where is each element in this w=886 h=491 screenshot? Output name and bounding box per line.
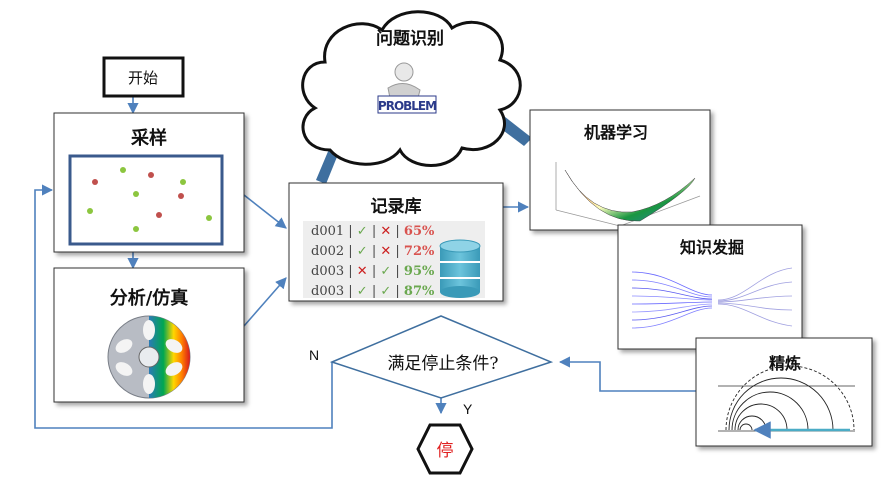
edge-decision-no-loop [34,184,333,429]
parallel-lines-image [631,267,793,329]
ml-title: 机器学习 [584,123,648,142]
record-percent: 72% [403,244,435,259]
refine-title: 精炼 [769,354,801,373]
edges [34,96,696,429]
record-mark: ✕ [380,244,392,259]
record-mark: ✓ [380,284,392,298]
records-table: d001 | ✓ | ✕ | 65% d002 | ✓ | ✕ | 72% d0… [289,222,449,298]
record-mark: ✓ [380,264,392,279]
record-mark: ✓ [356,224,368,239]
record-row: d003 | ✓ | ✓ | 87% [311,284,435,298]
record-row: d001 | ✓ | ✕ | 65% [311,224,435,239]
edge-sampling-to-records [243,194,287,229]
start-label: 开始 [128,69,158,87]
sample-point [156,212,162,218]
record-mark: ✓ [356,284,368,298]
edge-analysis-to-records [243,277,287,327]
ml-node: 机器学习 [529,109,711,231]
analysis-node: 分析/仿真 [53,267,245,403]
record-row: d002 | ✓ | ✕ | 72% [311,244,435,259]
sample-point [133,191,139,197]
analysis-title: 分析/仿真 [110,287,189,309]
problem-cloud: 问题识别 PROBLEM [301,10,522,167]
record-id: d002 [311,244,345,259]
sample-point [92,179,98,185]
records-title: 记录库 [371,196,422,217]
refine-node: 精炼 [695,337,873,447]
record-percent: 87% [403,284,435,298]
record-id: d003 [311,284,345,298]
sample-point [133,226,139,232]
sampling-title: 采样 [130,127,167,149]
sample-point [148,172,154,178]
wheel-simulation-image [107,315,191,399]
start-node: 开始 [102,56,185,98]
record-id: d001 [311,224,345,239]
record-id: d003 [311,264,345,279]
record-mark: ✕ [380,224,392,239]
sampling-node: 采样 [53,112,245,253]
edge-label-no: N [309,347,319,363]
record-mark: ✕ [356,264,368,279]
sample-point [180,179,186,185]
stop-label: 停 [437,441,454,461]
database-icon [439,239,481,298]
edge-label-yes: Y [463,401,473,417]
decision-node: 满足停止条件? [329,315,554,399]
knowledge-title: 知识发掘 [680,238,744,257]
record-row: d003 | ✕ | ✓ | 95% [311,264,435,279]
stop-node: 停 [416,423,474,475]
problem-figure-image: PROBLEM [377,62,437,114]
sample-points [87,167,212,232]
sample-point [120,167,126,173]
problem-banner: PROBLEM [378,99,436,113]
sample-frame [68,154,224,246]
sample-point [87,208,93,214]
sample-point [206,215,212,221]
refinement-arcs-image [718,365,855,439]
problem-title: 问题识别 [376,28,444,49]
surface-plot-image [555,162,701,227]
sample-point [178,193,184,199]
record-percent: 65% [403,224,435,239]
edge-refine-to-decision [558,356,696,392]
knowledge-node: 知识发掘 [617,224,803,350]
record-percent: 95% [403,264,435,279]
record-mark: ✓ [356,244,368,259]
records-node: 记录库 [288,182,504,302]
decision-label: 满足停止条件? [387,354,498,374]
